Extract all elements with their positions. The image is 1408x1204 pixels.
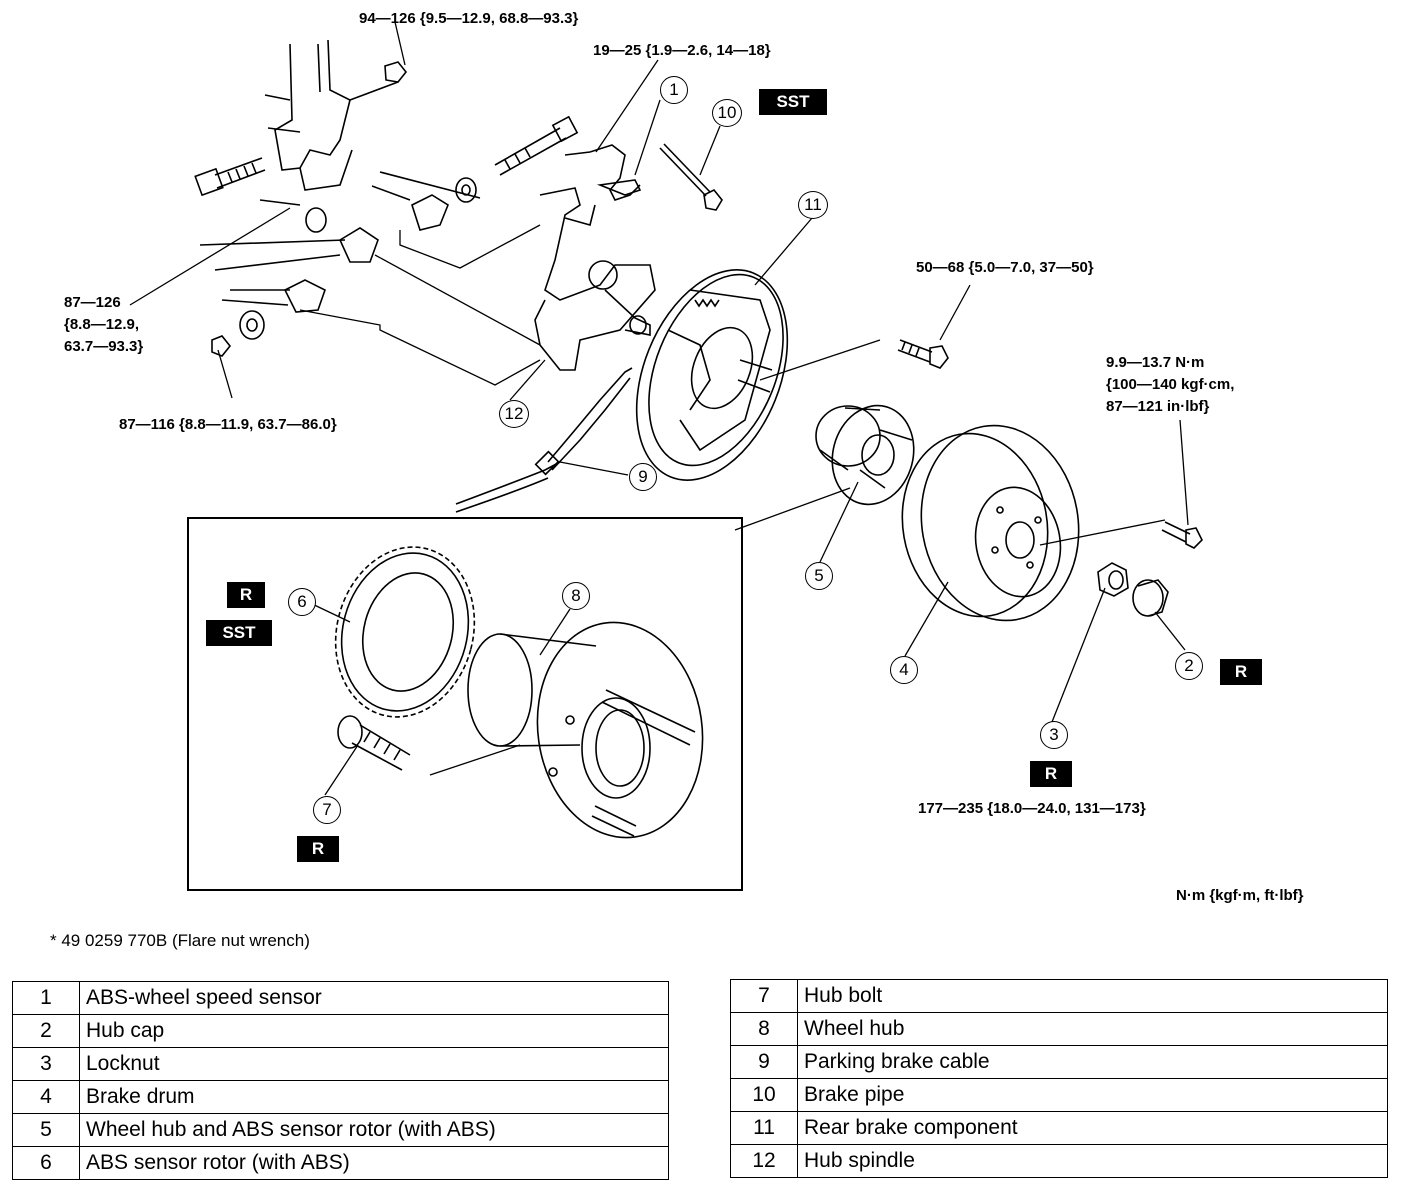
part-number: 5 xyxy=(12,1113,80,1147)
bushing-upper xyxy=(371,171,481,231)
brake-drum xyxy=(901,424,1080,622)
torque-spec-lateral-link-line2: {8.8—12.9, xyxy=(64,316,140,333)
torque-spec-lower-nut: 87—116 {8.8—11.9, 63.7—86.0} xyxy=(119,416,337,433)
torque-units-note: N·m {kgf·m, ft·lbf} xyxy=(1176,887,1304,904)
part-name: Hub spindle xyxy=(797,1144,1388,1178)
detail-inset-frame xyxy=(187,517,743,891)
torque-spec-sensor-bolt: 19—25 {1.9—2.6, 14—18} xyxy=(593,42,771,59)
torque-spec-drum-screw-line2: {100—140 kgf·cm, xyxy=(1106,376,1235,393)
bolt-upper-left xyxy=(194,157,266,197)
callout-5: 5 xyxy=(805,562,833,590)
part-name: Hub cap xyxy=(79,1014,669,1048)
part-name: ABS sensor rotor (with ABS) xyxy=(79,1146,669,1180)
callout-9: 9 xyxy=(629,463,657,491)
part-name: Brake drum xyxy=(79,1080,669,1114)
callout-3: 3 xyxy=(1040,721,1068,749)
callout-11: 11 xyxy=(798,191,828,219)
part-number: 4 xyxy=(12,1080,80,1114)
sst-badge-rotor: SST xyxy=(206,620,272,646)
part-name: Hub bolt xyxy=(797,979,1388,1013)
sst-badge-brake-pipe: SST xyxy=(759,89,827,115)
part-number: 1 xyxy=(12,981,80,1015)
part-number: 3 xyxy=(12,1047,80,1081)
parking-brake-cable xyxy=(455,367,633,513)
part-number: 6 xyxy=(12,1146,80,1180)
torque-spec-backing-plate-bolt: 50—68 {5.0—7.0, 37—50} xyxy=(916,259,1094,276)
part-number: 2 xyxy=(12,1014,80,1048)
torque-spec-drum-screw-line1: 9.9—13.7 N·m xyxy=(1106,354,1205,371)
part-name: Rear brake component xyxy=(797,1111,1388,1145)
callout-2: 2 xyxy=(1175,652,1203,680)
callout-10: 10 xyxy=(712,99,742,127)
replace-badge-hub-bolt: R xyxy=(297,836,339,862)
part-name: Locknut xyxy=(79,1047,669,1081)
strut-bracket xyxy=(264,39,353,191)
part-name: Brake pipe xyxy=(797,1078,1388,1112)
backing-plate xyxy=(635,269,789,481)
callout-4: 4 xyxy=(890,656,918,684)
guide-lines xyxy=(299,224,1166,776)
part-name: ABS-wheel speed sensor xyxy=(79,981,669,1015)
callout-7: 7 xyxy=(313,796,341,824)
abs-sensor-rotor xyxy=(334,546,476,718)
part-name: Wheel hub and ABS sensor rotor (with ABS… xyxy=(79,1113,669,1147)
callout-1: 1 xyxy=(660,76,688,104)
callout-12: 12 xyxy=(499,400,529,428)
callout-6: 6 xyxy=(288,588,316,616)
wheel-hub-assembly xyxy=(815,404,915,506)
bushing-lower xyxy=(199,199,379,357)
part-number: 11 xyxy=(730,1111,798,1145)
part-number: 9 xyxy=(730,1045,798,1079)
bolt-backing-plate xyxy=(897,339,949,369)
torque-spec-drum-screw-line3: 87—121 in·lbf} xyxy=(1106,398,1210,415)
hub-cap xyxy=(1132,579,1169,617)
part-number: 10 xyxy=(730,1078,798,1112)
hub-bolt-inset xyxy=(337,715,411,771)
nut-top xyxy=(349,61,408,101)
callout-8: 8 xyxy=(562,582,590,610)
part-name: Parking brake cable xyxy=(797,1045,1388,1079)
leader-lines xyxy=(129,21,1189,796)
torque-spec-lateral-link-line3: 63.7—93.3} xyxy=(64,338,144,355)
torque-spec-lateral-link-line1: 87—126 xyxy=(64,294,121,311)
part-number: 12 xyxy=(730,1144,798,1178)
part-number: 7 xyxy=(730,979,798,1013)
replace-badge-rotor: R xyxy=(227,582,265,608)
wheel-hub-inset xyxy=(467,621,704,839)
locknut xyxy=(1097,562,1129,597)
part-name: Wheel hub xyxy=(797,1012,1388,1046)
replace-badge-hub-cap: R xyxy=(1220,659,1262,685)
bolt-upper-right xyxy=(494,115,579,176)
replace-badge-locknut: R xyxy=(1030,761,1072,787)
brake-pipe xyxy=(659,143,723,211)
sst-footnote: * 49 0259 770B (Flare nut wrench) xyxy=(50,931,310,950)
torque-spec-locknut: 177—235 {18.0—24.0, 131—173} xyxy=(918,800,1146,817)
torque-spec-strut-nut: 94—126 {9.5—12.9, 68.8—93.3} xyxy=(359,10,579,27)
drum-screw xyxy=(1161,521,1203,549)
part-number: 8 xyxy=(730,1012,798,1046)
knuckle xyxy=(534,187,656,371)
